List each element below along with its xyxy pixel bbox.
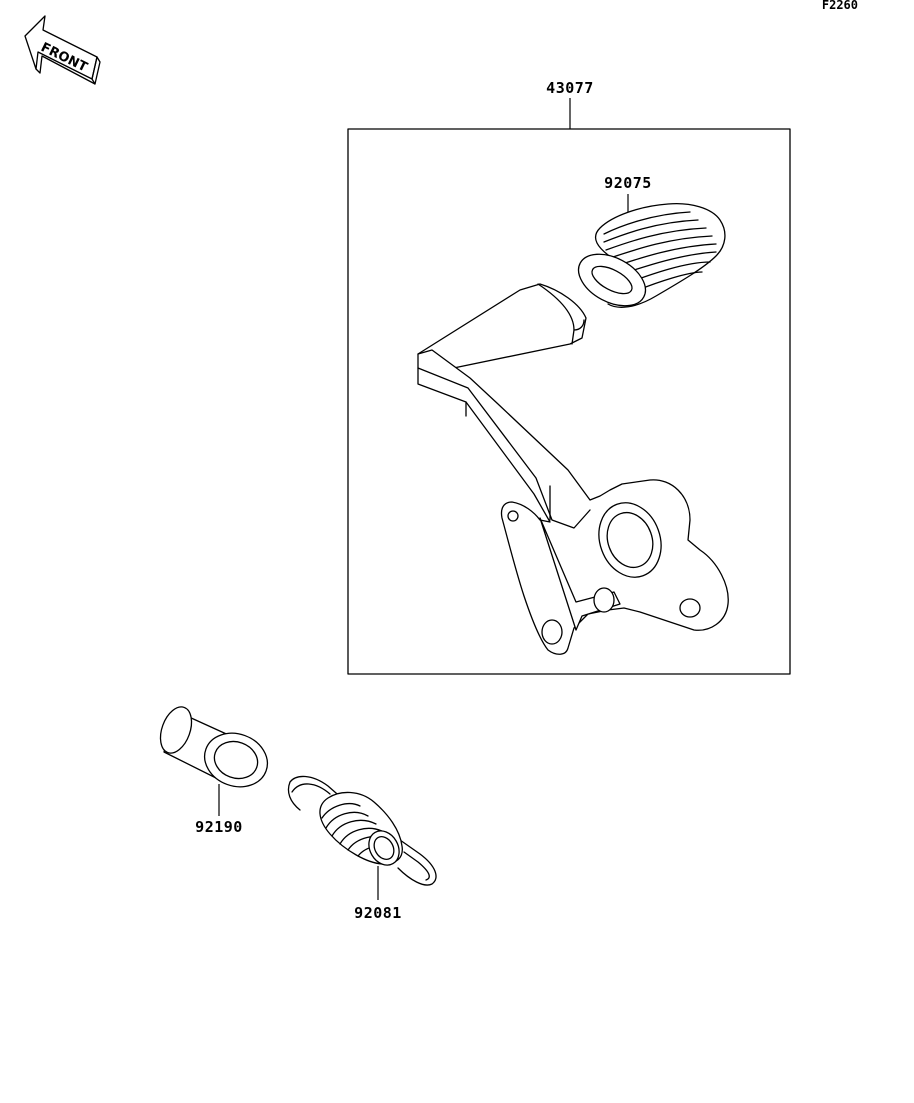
- front-arrow-icon: FRONT: [24, 15, 101, 85]
- part-label-43077[interactable]: 43077: [546, 79, 594, 97]
- part-label-92190[interactable]: 92190: [195, 818, 243, 836]
- shift-pedal-lever[interactable]: [417, 283, 729, 655]
- part-label-92081[interactable]: 92081: [354, 904, 402, 922]
- spring-92081[interactable]: [287, 775, 437, 886]
- assembly-box-43077: [347, 128, 791, 675]
- figure-code: F2260: [822, 0, 858, 12]
- part-label-92075[interactable]: 92075: [604, 174, 652, 192]
- pedal-rubber-92075[interactable]: [570, 202, 726, 317]
- collar-92190[interactable]: [155, 703, 275, 796]
